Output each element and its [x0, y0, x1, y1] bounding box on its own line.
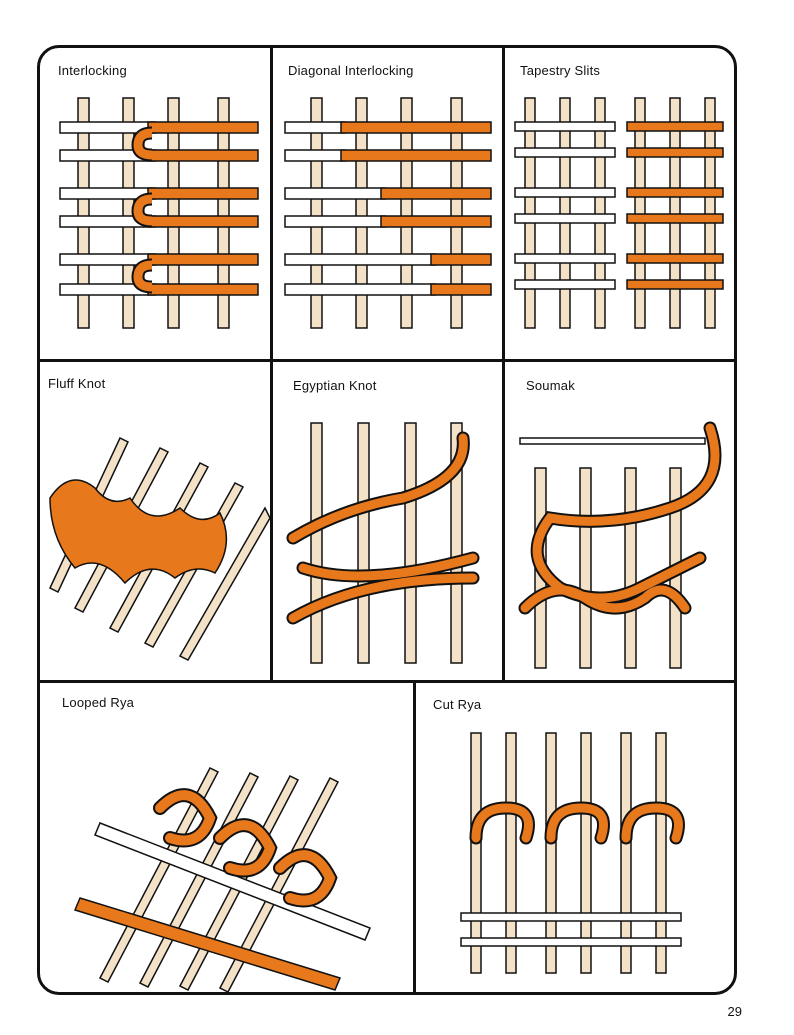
cut-rya-illustration: [460, 732, 685, 974]
fluff-knot-illustration: [49, 436, 270, 661]
interlocking-illustration: [59, 97, 259, 329]
soumak-illustration: [518, 421, 722, 669]
divider: [270, 48, 273, 683]
panel-title: Cut Rya: [433, 697, 482, 712]
divider: [502, 48, 505, 683]
divider: [413, 680, 416, 992]
diagonal-interlocking-illustration: [284, 97, 492, 329]
egyptian-knot-illustration: [286, 422, 480, 664]
divider: [40, 680, 734, 683]
panel-title: Looped Rya: [62, 695, 135, 710]
page-number: 29: [727, 1004, 742, 1019]
panel-title: Tapestry Slits: [520, 63, 601, 78]
panel-title: Diagonal Interlocking: [288, 63, 414, 78]
panel-title: Soumak: [526, 378, 575, 393]
divider: [40, 359, 734, 362]
weaving-techniques-frame: Interlocking Diagonal Interlocking Tapes…: [37, 45, 737, 995]
panel-title: Fluff Knot: [48, 376, 106, 391]
tapestry-slits-illustration: [514, 97, 724, 329]
panel-title: Interlocking: [58, 63, 127, 78]
looped-rya-illustration: [73, 767, 371, 992]
panel-title: Egyptian Knot: [293, 378, 377, 393]
